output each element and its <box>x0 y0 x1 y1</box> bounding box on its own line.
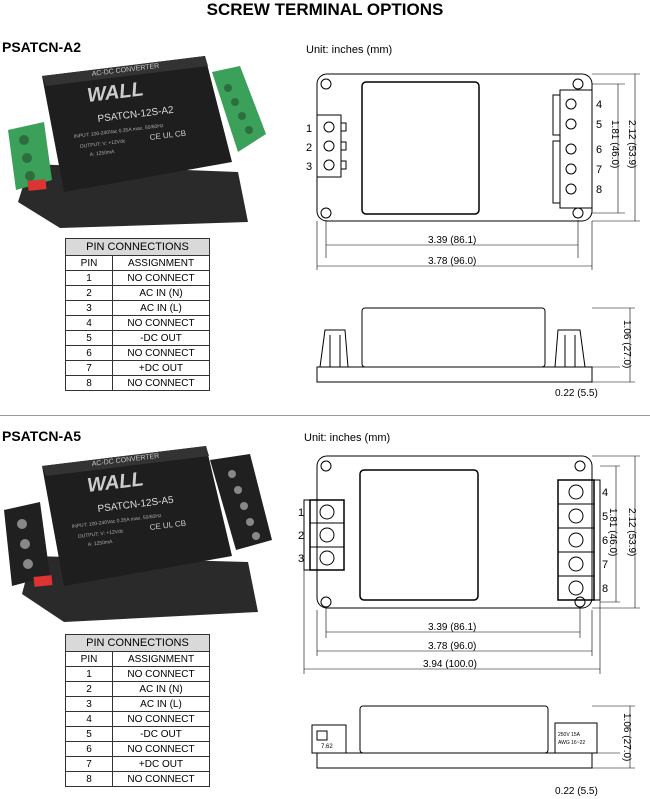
unit-label-a5: Unit: inches (mm) <box>304 432 391 444</box>
model-title-a2: PSATCN-A2 <box>2 39 82 55</box>
pin-label: 6 <box>602 535 608 547</box>
terminal-rating-1: 250V 15A <box>558 732 581 738</box>
pin-table-title: PIN CONNECTIONS <box>65 634 210 652</box>
mount-hole-icon <box>320 596 332 608</box>
drawing-a2: 1 2 3 4 5 6 7 8 3.39 (86.1) 3.78 (96.0) … <box>306 73 640 399</box>
drawing-a5: 1 2 3 4 5 6 7 8 3.39 (86.1) 3.78 (96.0) … <box>298 455 640 797</box>
col-header-assignment: ASSIGNMENT <box>112 651 210 667</box>
pin-label: 1 <box>306 123 312 135</box>
pin-label: 8 <box>596 184 602 196</box>
pin-label: 4 <box>596 99 602 111</box>
case-outline-top-a2 <box>316 73 593 222</box>
pin-label: 2 <box>306 142 312 154</box>
pin-label: 3 <box>306 161 312 173</box>
pin-label: 5 <box>596 119 602 131</box>
page-title: SCREW TERMINAL OPTIONS <box>206 0 444 19</box>
terminal-block-left-a5 <box>309 499 345 571</box>
product-photo-a2: AC-DC CONVERTER WALL PSATCN-12S-A2 INPUT… <box>8 56 266 228</box>
terminal-pitch-label: 7.62 <box>321 744 333 750</box>
dim-width-outer-a5: 3.94 (100.0) <box>423 659 477 670</box>
label-area-a2 <box>361 81 480 215</box>
col-header-pin: PIN <box>65 255 113 271</box>
product-spec-3-a2: A: 1250mA <box>90 149 116 158</box>
terminal-block-left-a2 <box>316 114 342 178</box>
dim-case-height-a5: 1.06 (27.0) <box>621 713 632 761</box>
dim-foot-a5: 0.22 (5.5) <box>555 786 598 797</box>
mount-hole-icon <box>574 596 586 608</box>
case-outline-side-a5 <box>316 752 593 769</box>
black-terminal-right <box>210 454 272 550</box>
unit-label-a2: Unit: inches (mm) <box>306 44 393 56</box>
dim-width-mid-a5: 3.78 (96.0) <box>428 641 476 652</box>
col-header-pin: PIN <box>65 651 113 667</box>
terminal-block-right-a5 <box>557 479 595 601</box>
dim-width-inner-a2: 3.39 (86.1) <box>428 235 476 246</box>
pin-label: 3 <box>298 553 304 565</box>
dim-width-outer-a2: 3.78 (96.0) <box>428 256 476 267</box>
mount-hole-icon <box>320 78 332 90</box>
mount-hole-icon <box>320 460 332 472</box>
dim-height-inner-a2: 1.81 (46.0) <box>609 120 620 168</box>
mount-hole-icon <box>572 207 584 219</box>
table-row: 7+DC OUT <box>65 756 210 772</box>
pin-label: 7 <box>596 164 602 176</box>
pin-label: 6 <box>596 144 602 156</box>
pin-label: 1 <box>298 507 304 519</box>
product-marks-a2: CE UL CB <box>149 129 186 142</box>
dim-case-height-a2: 1.06 (27.0) <box>621 320 632 368</box>
pin-label: 5 <box>602 511 608 523</box>
dim-width-inner-a5: 3.39 (86.1) <box>428 622 476 633</box>
pin-label: 8 <box>602 583 608 595</box>
pin-label: 2 <box>298 530 304 542</box>
product-photo-a5: AC-DC CONVERTER WALL PSATCN-12S-A5 INPUT… <box>4 446 272 622</box>
product-marks-a5: CE UL CB <box>149 519 186 532</box>
pin-label: 7 <box>602 559 608 571</box>
mount-hole-icon <box>572 78 584 90</box>
dim-foot-a2: 0.22 (5.5) <box>555 388 598 399</box>
dim-height-inner-a5: 1.81 (46.0) <box>607 508 618 556</box>
section-divider <box>0 415 650 416</box>
pin-label: 4 <box>602 487 608 499</box>
table-row: 5-DC OUT <box>65 726 210 742</box>
mount-hole-icon <box>574 460 586 472</box>
table-row: 5-DC OUT <box>65 330 210 346</box>
dim-height-outer-a5: 2.12 (53.9) <box>626 508 637 556</box>
dim-height-outer-a2: 2.12 (53.9) <box>626 120 637 168</box>
case-outline-top-a5 <box>316 455 593 609</box>
label-area-a5 <box>359 469 479 601</box>
col-header-assignment: ASSIGNMENT <box>112 255 210 271</box>
model-title-a5: PSATCN-A5 <box>2 428 82 444</box>
product-spec-2-a5: OUTPUT: V: +12Vdc <box>78 528 125 540</box>
terminal-rating-2: AWG 16~22 <box>558 740 585 746</box>
pin-table-title: PIN CONNECTIONS <box>65 238 210 256</box>
product-spec-2-a2: OUTPUT: V: +12Vdc <box>80 138 127 150</box>
table-row: 7+DC OUT <box>65 360 210 376</box>
mount-hole-icon <box>320 207 332 219</box>
product-spec-3-a5: A: 1250mA <box>88 539 114 548</box>
case-outline-side-a2 <box>316 366 593 383</box>
